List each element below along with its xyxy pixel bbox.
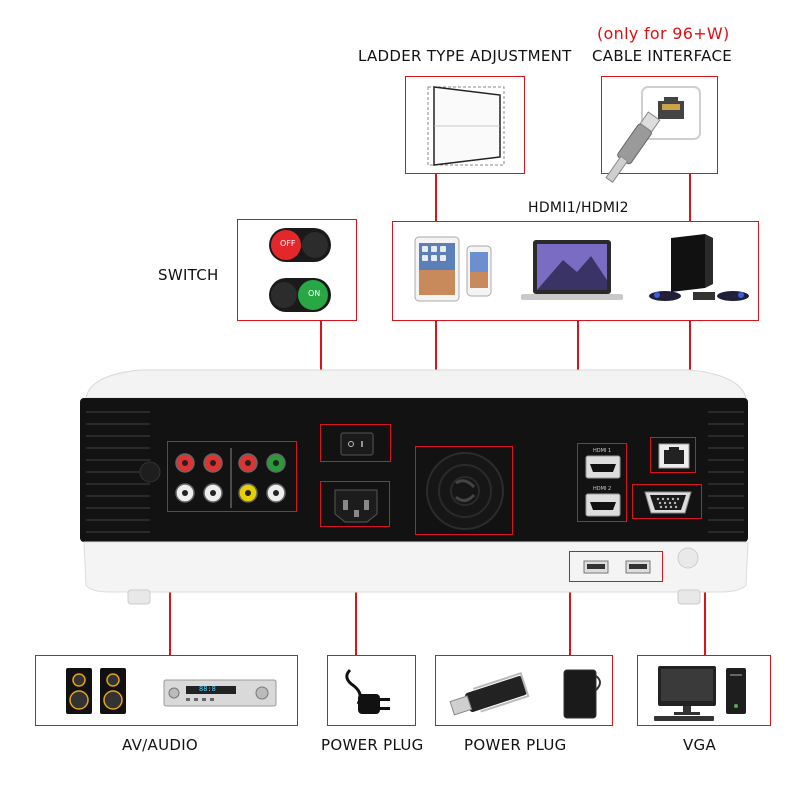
power-switch-port <box>320 424 391 462</box>
cooling-fan <box>415 446 513 535</box>
switch-off-icon <box>269 228 331 262</box>
power-plug-label: POWER PLUG <box>321 736 424 754</box>
vga-connector-icon <box>644 491 692 514</box>
vga-label: VGA <box>683 736 717 754</box>
rj45-port-icon <box>658 443 690 469</box>
usb-port-icon <box>583 560 651 574</box>
vga-monitor-box <box>637 655 771 726</box>
power-socket-port <box>320 481 390 527</box>
only-for-model-note: (only for 96+W) <box>597 24 730 43</box>
ethernet-port <box>650 437 696 473</box>
external-hard-drive-icon <box>563 669 601 719</box>
cable-interface-label: CABLE INTERFACE <box>592 47 733 65</box>
switch-on-icon <box>269 278 331 312</box>
hdmi2-mark: HDMI 2 <box>593 486 612 492</box>
hdmi-devices-box <box>392 221 759 321</box>
ladder-type-adjustment-label: LADDER TYPE ADJUSTMENT <box>358 47 572 65</box>
vga-port <box>632 484 702 519</box>
switch-on-text: ON <box>308 289 321 298</box>
ethernet-cable-icon <box>605 86 701 183</box>
switch-box: OFF ON <box>237 219 357 321</box>
av-audio-ports <box>167 441 297 512</box>
connector-line <box>435 174 437 222</box>
usb-storage-box <box>435 655 613 726</box>
hdmi-ports: HDMI 1 HDMI 2 <box>577 443 627 522</box>
desktop-computer-icon <box>654 666 746 721</box>
cable-interface-box <box>601 76 718 183</box>
av-audio-devices-box: 88:8 <box>35 655 298 726</box>
switch-off-text: OFF <box>280 239 296 248</box>
keystone-trapezoid-icon <box>427 86 505 166</box>
hdmi-connector-icon <box>585 455 621 517</box>
usb-power-plug-label: POWER PLUG <box>464 736 567 754</box>
connector-line <box>689 174 691 222</box>
ladder-adjustment-box <box>405 76 525 174</box>
connector-line <box>569 582 571 655</box>
usb-ports <box>569 551 663 582</box>
rca-jacks-icon <box>175 448 286 508</box>
amplifier-display: 88:8 <box>199 685 216 693</box>
laptop-icon <box>521 240 623 300</box>
tablet-phone-icon <box>414 236 492 302</box>
iec-socket-icon <box>334 489 378 523</box>
hdmi-label: HDMI1/HDMI2 <box>528 200 629 216</box>
speakers-icon <box>66 668 126 714</box>
amplifier-icon <box>163 679 277 707</box>
usb-flash-drive-icon <box>449 672 530 716</box>
power-plug-icon <box>345 668 390 714</box>
game-console-icon <box>649 234 749 301</box>
switch-label: SWITCH <box>158 266 219 284</box>
rocker-switch-icon <box>340 432 374 456</box>
av-audio-label: AV/AUDIO <box>122 736 199 754</box>
fan-icon <box>426 452 504 530</box>
hdmi1-mark: HDMI 1 <box>593 448 612 454</box>
power-plug-box <box>327 655 416 726</box>
